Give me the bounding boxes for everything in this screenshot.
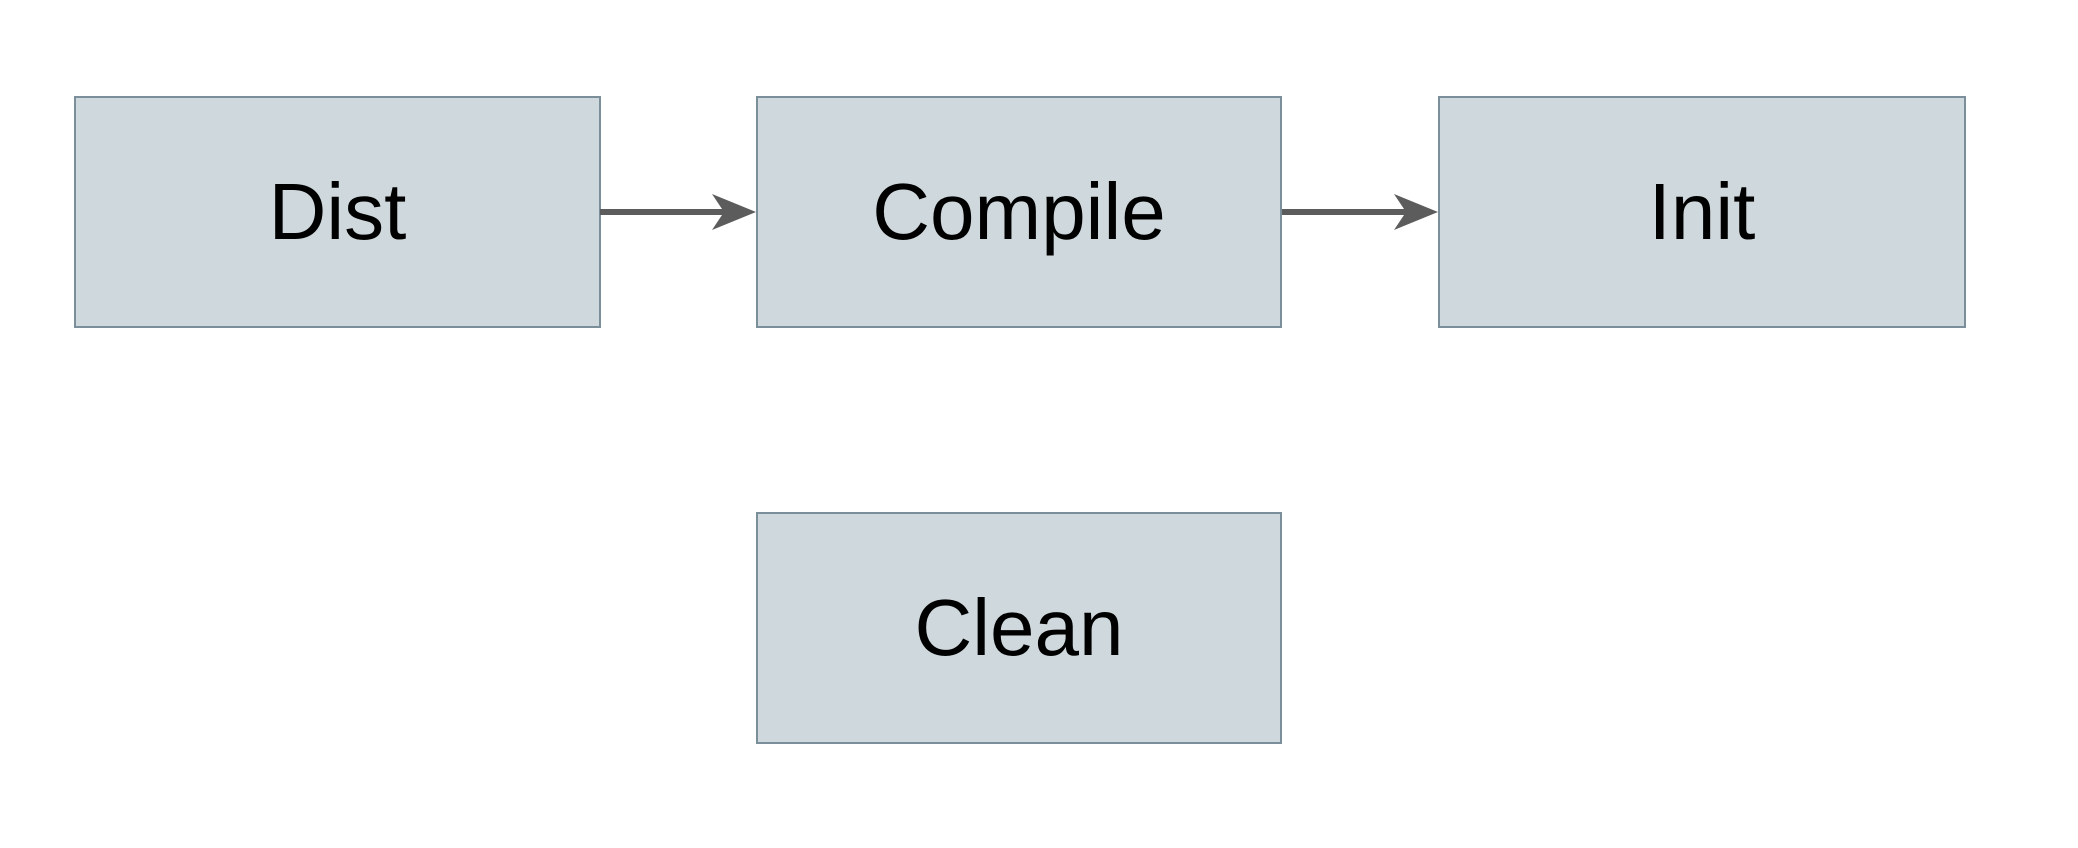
- node-clean-label: Clean: [914, 583, 1124, 672]
- arrowhead-right-icon: [1394, 194, 1438, 230]
- node-init[interactable]: Init: [1438, 96, 1966, 328]
- node-dist[interactable]: Dist: [74, 96, 601, 328]
- node-clean[interactable]: Clean: [756, 512, 1282, 744]
- node-compile-label: Compile: [872, 167, 1166, 256]
- arrow-dist-to-compile[interactable]: [600, 182, 758, 242]
- arrow-compile-to-init[interactable]: [1282, 182, 1440, 242]
- node-compile[interactable]: Compile: [756, 96, 1282, 328]
- node-dist-label: Dist: [268, 167, 407, 256]
- arrowhead-right-icon: [712, 194, 756, 230]
- node-init-label: Init: [1648, 167, 1756, 256]
